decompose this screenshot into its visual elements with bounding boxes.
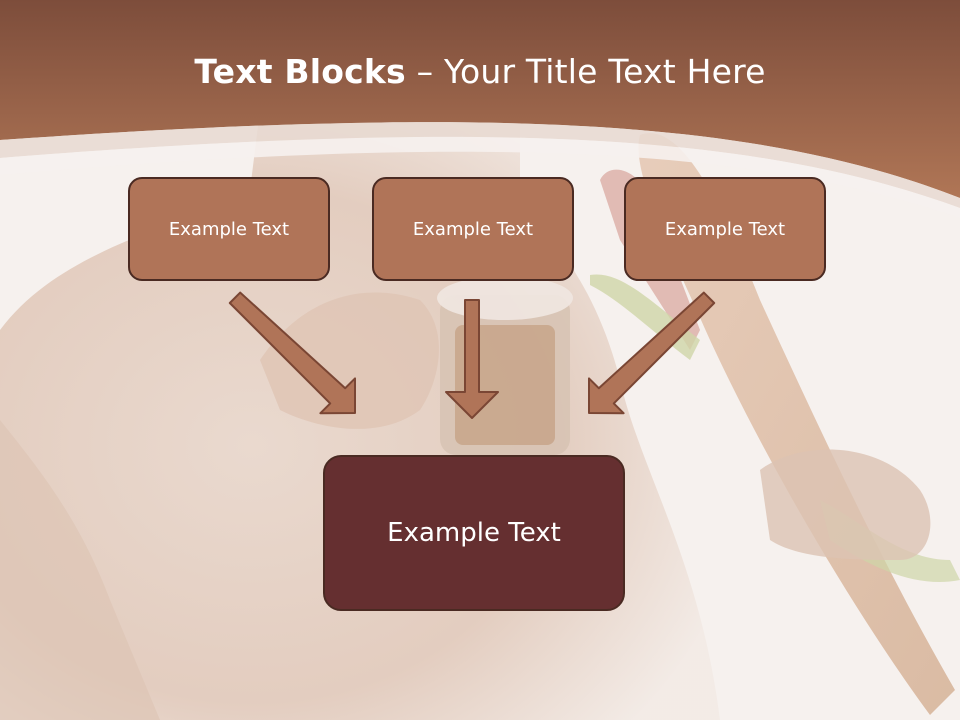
top-text-block-2: Example Text: [372, 177, 574, 281]
top-text-block-label: Example Text: [168, 218, 290, 240]
top-text-block-label: Example Text: [412, 218, 534, 240]
bottom-text-block-label: Example Text: [387, 518, 561, 548]
title-rest: – Your Title Text Here: [416, 52, 766, 91]
top-text-block-label: Example Text: [664, 218, 786, 240]
top-text-block-3: Example Text: [624, 177, 826, 281]
title-bold: Text Blocks: [194, 52, 406, 91]
bottom-text-block: Example Text: [323, 455, 625, 611]
top-text-block-1: Example Text: [128, 177, 330, 281]
slide-title: Text Blocks – Your Title Text Here: [0, 52, 960, 91]
